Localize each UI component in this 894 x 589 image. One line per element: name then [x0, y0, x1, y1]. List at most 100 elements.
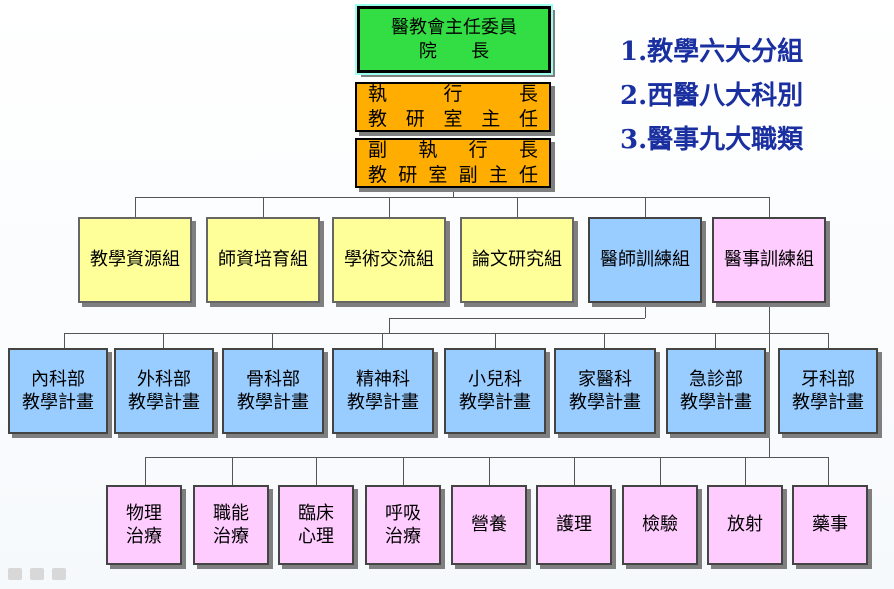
connector	[135, 197, 769, 198]
connector	[745, 457, 746, 485]
connector	[574, 457, 575, 485]
department-box: 內科部 教學計畫	[8, 348, 108, 434]
group-label: 學術交流組	[344, 249, 434, 271]
profession-box: 呼吸 治療	[365, 485, 441, 565]
profession-line: 藥事	[812, 514, 848, 536]
connector	[645, 303, 646, 318]
department-plan: 教學計畫	[792, 392, 864, 413]
department-name: 急診部	[689, 368, 743, 390]
connector	[382, 333, 383, 348]
department-box: 外科部 教學計畫	[114, 348, 214, 434]
group-box-thesis-research: 論文研究組	[460, 217, 574, 303]
connector	[135, 197, 136, 217]
group-box-academic-exchange: 學術交流組	[332, 217, 446, 303]
group-box-faculty-development: 師資培育組	[206, 217, 320, 303]
profession-box: 營養	[451, 485, 527, 565]
group-label: 教學資源組	[90, 249, 180, 271]
department-box: 急診部 教學計畫	[666, 348, 766, 434]
connector	[828, 457, 829, 485]
department-plan: 教學計畫	[128, 392, 200, 413]
connector	[389, 197, 390, 217]
connector	[517, 197, 518, 217]
connector	[828, 333, 829, 348]
profession-line: 治療	[385, 526, 421, 547]
profession-box: 職能 治療	[193, 485, 269, 565]
department-box: 骨科部 教學計畫	[222, 348, 324, 434]
department-plan: 教學計畫	[459, 392, 531, 413]
department-plan: 教學計畫	[22, 392, 94, 413]
connector	[604, 333, 605, 348]
group-label: 論文研究組	[472, 249, 562, 271]
connector	[769, 197, 770, 217]
previous-slide-icon[interactable]	[8, 568, 22, 580]
menu-icon[interactable]	[30, 568, 44, 580]
connector	[389, 318, 390, 333]
connector	[389, 318, 645, 319]
group-box-physician-training: 醫師訓練組	[588, 217, 702, 303]
connector	[145, 457, 146, 485]
deputy-title: 副 執 行 長	[368, 139, 538, 162]
department-box: 家醫科 教學計畫	[554, 348, 656, 434]
profession-line: 物理	[126, 502, 162, 524]
deputy-office: 教 研 室 副 主 任	[368, 164, 538, 186]
connector	[163, 333, 164, 348]
department-box: 精神科 教學計畫	[332, 348, 434, 434]
next-slide-icon[interactable]	[52, 568, 66, 580]
profession-box: 物理 治療	[106, 485, 182, 565]
department-name: 小兒科	[468, 368, 522, 390]
connector	[489, 457, 490, 485]
profession-box: 檢驗	[622, 485, 698, 565]
group-label: 醫師訓練組	[600, 249, 690, 271]
profession-line: 心理	[298, 526, 334, 547]
profession-line: 臨床	[298, 502, 334, 524]
executive-office: 教 研 室 主 任	[368, 108, 538, 130]
profession-line: 營養	[471, 514, 507, 536]
department-box: 牙科部 教學計畫	[778, 348, 878, 434]
profession-box: 藥事	[792, 485, 868, 565]
connector	[232, 457, 233, 485]
connector	[272, 333, 273, 348]
department-name: 骨科部	[246, 368, 300, 390]
profession-line: 呼吸	[385, 502, 421, 524]
department-box: 小兒科 教學計畫	[444, 348, 546, 434]
legend-item: 1.教學六大分組	[620, 37, 804, 67]
legend-item: 2.西醫八大科別	[620, 81, 804, 111]
executive-box: 執 行 長 教 研 室 主 任	[355, 82, 551, 132]
connector	[660, 457, 661, 485]
profession-line: 治療	[213, 526, 249, 547]
connector	[715, 333, 716, 348]
group-box-allied-health-training: 醫事訓練組	[712, 217, 826, 303]
department-plan: 教學計畫	[680, 392, 752, 413]
connector	[403, 457, 404, 485]
legend-item: 3.醫事九大職類	[620, 125, 804, 155]
connector	[645, 197, 646, 217]
group-label: 師資培育組	[218, 249, 308, 271]
group-label: 醫事訓練組	[724, 249, 814, 271]
director-role: 院 長	[418, 40, 490, 62]
department-name: 內科部	[31, 368, 85, 390]
department-name: 外科部	[137, 368, 191, 390]
profession-line: 檢驗	[642, 514, 678, 536]
director-title: 醫教會主任委員	[391, 17, 517, 39]
department-plan: 教學計畫	[237, 392, 309, 413]
profession-box: 臨床 心理	[278, 485, 354, 565]
department-plan: 教學計畫	[347, 392, 419, 413]
legend: 1.教學六大分組 2.西醫八大科別 3.醫事九大職類	[620, 30, 803, 162]
department-name: 精神科	[356, 368, 410, 390]
connector	[316, 457, 317, 485]
profession-line: 放射	[727, 514, 763, 536]
profession-line: 護理	[556, 514, 592, 536]
profession-line: 治療	[126, 526, 162, 547]
slide-controls	[8, 568, 66, 580]
director-box: 醫教會主任委員 院 長	[355, 4, 553, 75]
deputy-box: 副 執 行 長 教 研 室 副 主 任	[355, 138, 551, 188]
department-name: 牙科部	[801, 368, 855, 390]
profession-box: 護理	[536, 485, 612, 565]
connector	[453, 186, 454, 198]
profession-box: 放射	[707, 485, 783, 565]
group-box-teaching-resources: 教學資源組	[78, 217, 192, 303]
connector	[64, 333, 828, 334]
connector	[145, 457, 828, 458]
connector	[769, 303, 770, 458]
department-name: 家醫科	[578, 368, 632, 390]
